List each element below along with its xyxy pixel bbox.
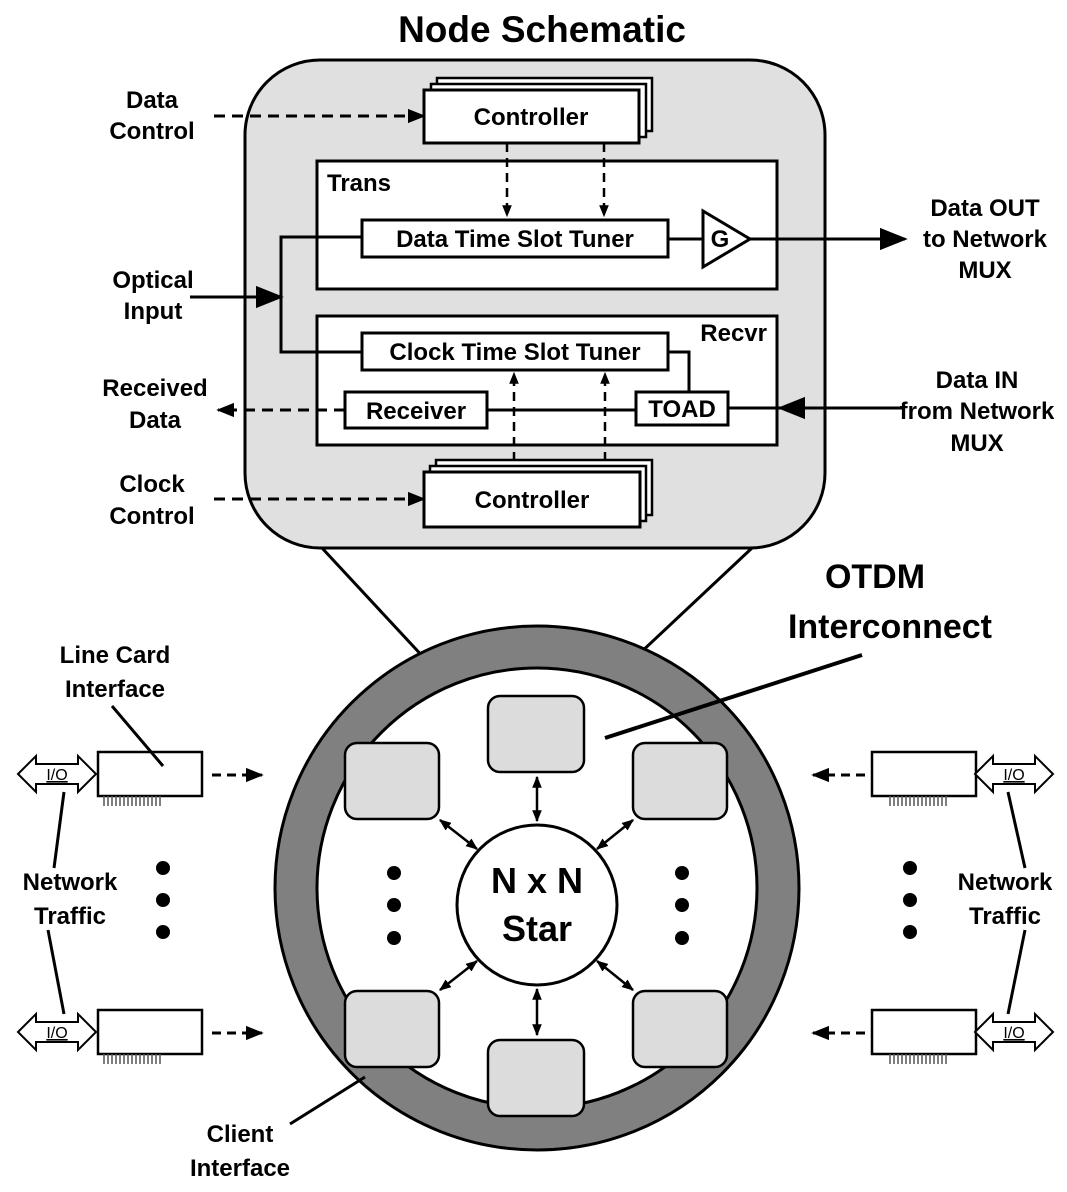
io-arrow-upper-left: I/O — [16, 753, 98, 795]
network-traffic-pointer-ur — [1006, 791, 1027, 869]
top-controller: Controller — [422, 76, 654, 145]
svg-text:Data: Data — [126, 87, 179, 114]
network-traffic-pointer-lr — [1006, 929, 1027, 1015]
link-upper-left — [439, 819, 478, 850]
svg-text:Network: Network — [958, 869, 1053, 896]
network-traffic-pointer-ul — [52, 791, 66, 869]
data-tuner-label: Data Time Slot Tuner — [396, 226, 634, 253]
link-upper-right — [596, 819, 634, 850]
ellipsis-outer-right — [903, 861, 917, 939]
link-lower-right — [596, 960, 634, 991]
network-traffic-pointer-ll — [46, 929, 66, 1015]
svg-text:Optical: Optical — [112, 267, 193, 294]
svg-text:Interface: Interface — [190, 1155, 290, 1182]
data-control-label: Data Control — [109, 87, 194, 145]
io-label: I/O — [46, 767, 67, 784]
svg-text:MUX: MUX — [958, 257, 1011, 284]
bottom-controller-label: Controller — [475, 487, 590, 514]
data-in-label: Data IN from Network MUX — [900, 367, 1055, 457]
io-label: I/O — [1003, 1025, 1024, 1042]
svg-text:from Network: from Network — [900, 398, 1055, 425]
svg-text:Control: Control — [109, 118, 194, 145]
gain-amplifier — [701, 208, 753, 270]
svg-text:Network: Network — [23, 869, 118, 896]
clock-time-slot-tuner — [360, 331, 670, 372]
node-lower-right — [631, 989, 729, 1069]
svg-text:Data IN: Data IN — [936, 367, 1019, 394]
svg-text:to Network: to Network — [923, 226, 1048, 253]
svg-text:MUX: MUX — [950, 430, 1003, 457]
client-interface-pointer — [289, 1075, 366, 1126]
toad-label: TOAD — [648, 396, 716, 423]
svg-text:Data OUT: Data OUT — [930, 195, 1040, 222]
node-upper-left — [343, 741, 441, 821]
svg-text:Received: Received — [102, 375, 207, 402]
link-lower-left — [439, 960, 478, 991]
received-data-label: Received Data — [102, 375, 207, 434]
optical-splitter — [279, 235, 362, 354]
gain-label: G — [711, 226, 730, 253]
svg-text:N x N: N x N — [491, 860, 583, 901]
svg-text:OTDM: OTDM — [825, 558, 925, 596]
svg-text:Interconnect: Interconnect — [788, 608, 992, 646]
line-card-interface-label: Line Card Interface — [60, 642, 171, 703]
line-card-lower-left — [96, 1008, 204, 1064]
svg-text:Traffic: Traffic — [969, 903, 1041, 930]
receiver-label: Receiver — [366, 398, 466, 425]
svg-text:Control: Control — [109, 503, 194, 530]
io-label: I/O — [1003, 767, 1024, 784]
line-card-lower-right — [870, 1008, 978, 1064]
svg-text:Traffic: Traffic — [34, 903, 106, 930]
svg-text:Clock: Clock — [119, 471, 185, 498]
client-interface-label: Client Interface — [190, 1121, 290, 1182]
clock-control-label: Clock Control — [109, 471, 194, 530]
data-out-label: Data OUT to Network MUX — [923, 195, 1048, 284]
svg-text:Line Card: Line Card — [60, 642, 171, 669]
network-traffic-label-left: Network Traffic — [23, 869, 118, 930]
optical-input-label: Optical Input — [112, 267, 193, 325]
ellipsis-outer-left — [156, 861, 170, 939]
io-label: I/O — [46, 1025, 67, 1042]
node-bottom — [486, 1038, 586, 1118]
star-label: N x N Star — [491, 860, 583, 949]
otdm-pointer-line — [604, 653, 863, 740]
line-card-upper-right — [870, 750, 978, 806]
svg-text:Interface: Interface — [65, 676, 165, 703]
svg-text:Input: Input — [124, 298, 183, 325]
recvr-label: Recvr — [700, 320, 767, 347]
ellipsis-inner-left — [387, 866, 401, 945]
node-top — [486, 694, 586, 774]
svg-text:Data: Data — [129, 407, 182, 434]
clock-to-toad-line — [668, 350, 691, 392]
io-arrow-lower-left: I/O — [16, 1011, 98, 1053]
io-arrow-upper-right: I/O — [973, 753, 1055, 795]
network-traffic-label-right: Network Traffic — [958, 869, 1053, 930]
nxn-star — [455, 823, 619, 987]
line-card-pointer — [110, 705, 165, 767]
node-schematic-title: Node Schematic — [398, 9, 686, 50]
io-arrow-lower-right: I/O — [973, 1011, 1055, 1053]
svg-text:Star: Star — [502, 908, 572, 949]
otdm-interconnect-title: OTDM Interconnect — [788, 558, 992, 646]
top-controller-label: Controller — [474, 104, 589, 131]
node-upper-right — [631, 741, 729, 821]
trans-label: Trans — [327, 170, 391, 197]
node-lower-left — [343, 989, 441, 1069]
data-time-slot-tuner — [360, 218, 670, 259]
clock-tuner-label: Clock Time Slot Tuner — [389, 339, 640, 366]
line-card-upper-left — [96, 750, 204, 806]
receiver-box — [343, 390, 489, 430]
svg-text:Client: Client — [207, 1121, 274, 1148]
bottom-controller: Controller — [422, 458, 654, 529]
ellipsis-inner-right — [675, 866, 689, 945]
